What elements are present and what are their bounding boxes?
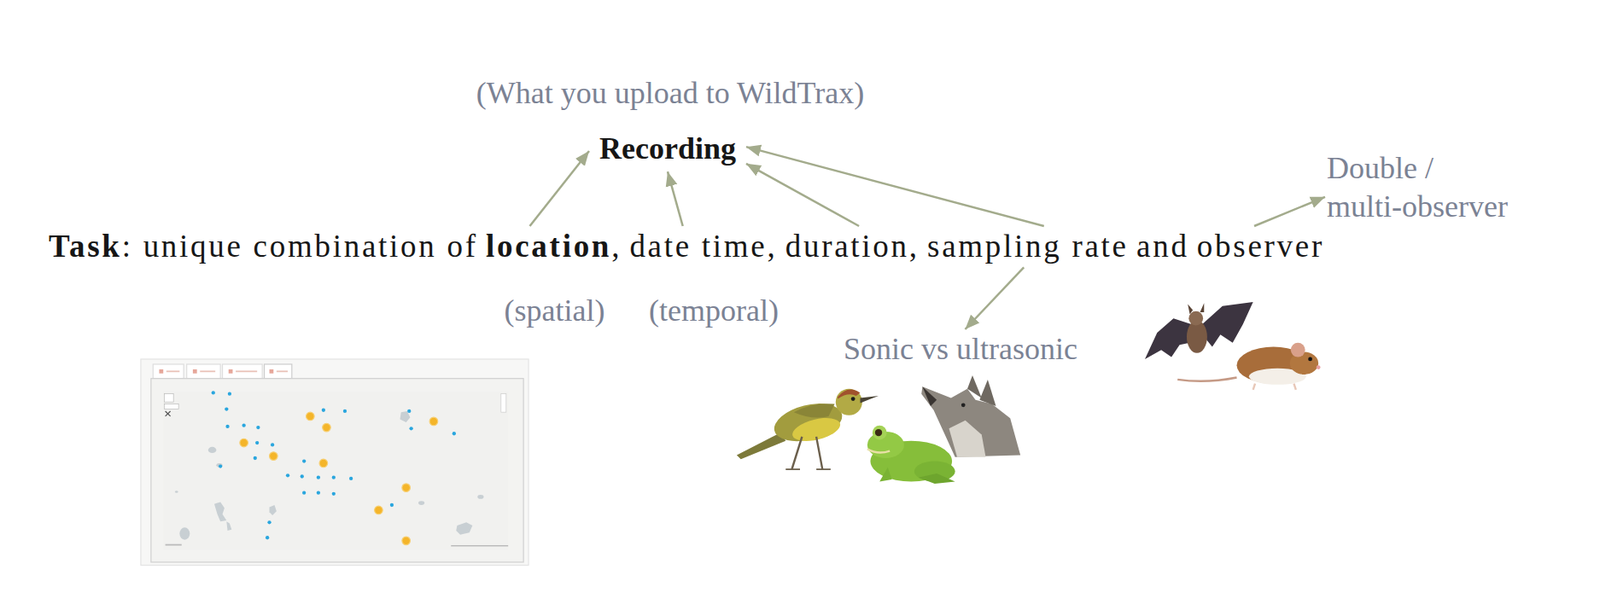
term-text: Recording [599, 130, 736, 168]
upload-note: (What you upload to WildTrax) [476, 75, 865, 112]
parameter-term: duration, [785, 227, 920, 266]
term-text: sampling rate [927, 227, 1129, 266]
parameter-term: sampling rate [927, 227, 1129, 266]
sentence-text: , [611, 227, 622, 266]
term-text: date time, [629, 227, 777, 266]
sentence-text: : unique combination of [122, 227, 479, 266]
scale-note: (spatial) [504, 292, 606, 330]
arrow-connector [746, 146, 1045, 227]
term-text: observer [1197, 227, 1325, 266]
arrow-connector [530, 151, 590, 227]
mouse-figure [1177, 343, 1320, 391]
frequency-note: Sonic vs ultrasonic [843, 331, 1078, 368]
task-term: Task [48, 227, 123, 266]
parameter-term: date time, [629, 227, 777, 266]
scale-note: (temporal) [648, 292, 779, 330]
recording-term: Recording [590, 128, 745, 170]
arrow-connector [964, 267, 1024, 330]
note-text: Sonic vs ultrasonic [843, 331, 1078, 368]
map-screenshot [140, 359, 529, 567]
bat-figure [1144, 302, 1254, 360]
note-text: Double / multi-observer [1326, 149, 1508, 227]
arrow-connector [1254, 197, 1326, 227]
term-text: duration, [785, 227, 920, 266]
parameter-term: location [485, 227, 612, 266]
sentence-text: and [1136, 227, 1190, 266]
arrow-connector [667, 171, 684, 227]
bird-figure [736, 389, 879, 470]
parameter-term: observer [1197, 227, 1325, 266]
observer-note: Double / multi-observer [1326, 149, 1508, 227]
term-text: location [485, 227, 612, 266]
text-line: multi-observer [1326, 189, 1508, 224]
wolf-figure [921, 375, 1021, 458]
frog-figure [867, 426, 956, 485]
